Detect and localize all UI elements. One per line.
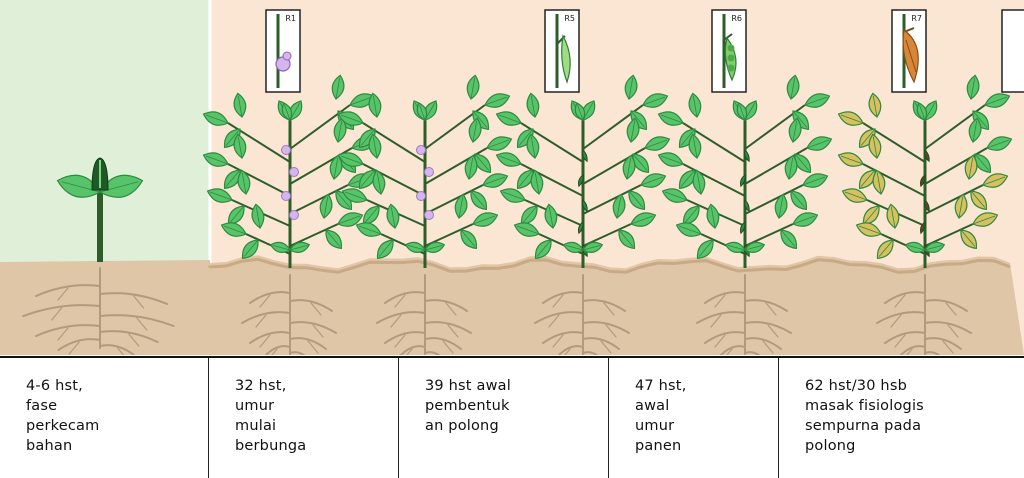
caption-cell-r6: 47 hst, awal umur panen	[608, 358, 778, 478]
stage-code-r5: R5	[564, 14, 575, 23]
caption-germination: 4-6 hst, fase perkecam bahan	[26, 376, 208, 456]
caption-r6: 47 hst, awal umur panen	[635, 376, 778, 456]
stage-caption-table: 4-6 hst, fase perkecam bahan 32 hst, umu…	[0, 356, 1024, 478]
stage-code-r1: R1	[285, 14, 296, 23]
stage-code-r6: R6	[731, 14, 742, 23]
caption-cell-r5: 39 hst awal pembentuk an polong	[398, 358, 608, 478]
stage-badge-r7: R7	[892, 10, 926, 92]
growth-illustration: R1 R5 R6 R7	[0, 0, 1024, 355]
caption-r5: 39 hst awal pembentuk an polong	[425, 376, 608, 436]
caption-cell-r1: 32 hst, umur mulai berbunga	[208, 358, 398, 478]
stage-badge-r6: R6	[712, 10, 746, 92]
stage-badge-r1: R1	[266, 10, 300, 92]
stage-code-r7: R7	[911, 14, 922, 23]
stage-badge-next-partial	[1002, 10, 1024, 92]
caption-cell-germination: 4-6 hst, fase perkecam bahan	[0, 358, 208, 478]
soil-seedling	[0, 260, 210, 355]
caption-r7: 62 hst/30 hsb masak fisiologis sempurna …	[805, 376, 1024, 456]
stage-badge-r5: R5	[545, 10, 579, 92]
caption-cell-r7: 62 hst/30 hsb masak fisiologis sempurna …	[778, 358, 1024, 478]
caption-r1: 32 hst, umur mulai berbunga	[235, 376, 398, 456]
